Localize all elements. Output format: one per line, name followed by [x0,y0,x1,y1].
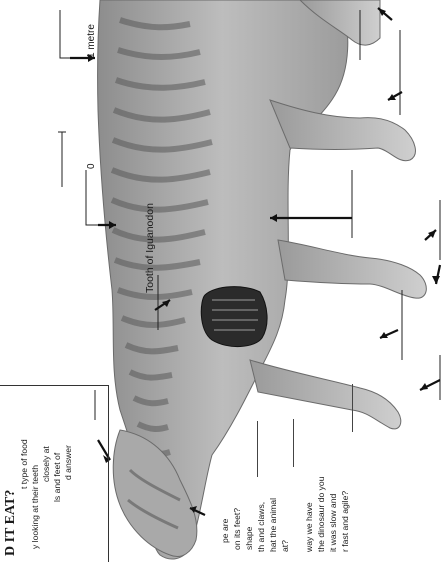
question-line-10: r fast and agile? [341,491,350,552]
intro-line-5: d answer [64,445,73,480]
intro-line-2: y looking at their teeth [31,465,40,549]
worksheet-heading: D IT EAT? [4,490,18,556]
question-line-5: hat the animal [269,498,278,552]
scale-bar-end-label: 1 metre [87,24,97,58]
intro-line-4: ls and feet of [53,453,62,502]
question-line-1: pe are [221,519,230,543]
question-line-3: shape [245,527,254,550]
intro-line-1: t type of food [20,439,29,489]
question-line-2: on its feet? [233,508,242,550]
intro-line-3: closely at [42,446,51,482]
scale-bar-zero-label: 0 [87,163,97,169]
answer-line[interactable] [352,384,353,432]
question-line-8: the dinosaur do you [317,477,326,553]
answer-line[interactable] [293,419,294,467]
question-line-6: at? [281,540,290,552]
tooth-caption: Tooth of Iguanodon [145,203,156,293]
answer-line[interactable] [257,421,258,477]
question-line-7: way we have [305,502,314,552]
question-line-4: th and claws, [257,502,266,552]
question-line-9: it was slow and [329,494,338,552]
